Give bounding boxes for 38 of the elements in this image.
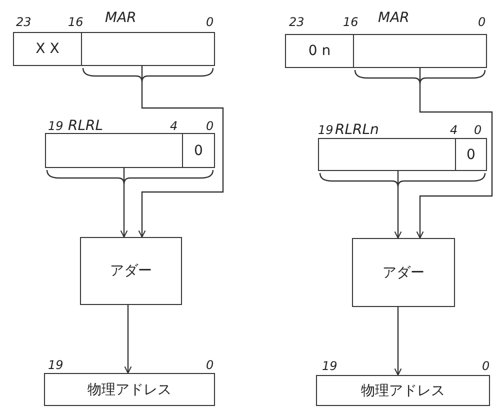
bit-number: 0	[474, 124, 482, 136]
arrow	[138, 66, 224, 238]
bit-number: 0	[482, 360, 490, 372]
arrow	[120, 168, 128, 238]
arrow	[394, 307, 402, 376]
register-field: X X	[13, 32, 82, 66]
bit-number: 23	[16, 16, 32, 28]
register-field	[318, 138, 456, 171]
bit-number: 16	[68, 16, 84, 28]
bit-number: 4	[170, 120, 178, 132]
register-field	[81, 32, 215, 66]
register-box: 物理アドレス	[316, 375, 490, 406]
bit-number: 0	[206, 359, 214, 371]
bit-number: 0	[478, 16, 486, 28]
register-field	[45, 133, 183, 168]
register-name: MAR	[105, 12, 136, 24]
register-field: 0 n	[285, 34, 354, 68]
bit-number: 19	[318, 124, 334, 136]
register-name: RLRL	[68, 120, 104, 132]
bit-number: 23	[289, 16, 304, 28]
register-name: MAR	[378, 12, 410, 24]
adder-box: アダー	[352, 238, 455, 307]
bit-number: 19	[48, 120, 64, 132]
bit-number: 0	[206, 16, 214, 28]
arrow	[416, 68, 493, 239]
arrow	[394, 171, 402, 239]
register-box: 物理アドレス	[44, 373, 215, 406]
bit-number: 4	[450, 124, 458, 136]
register-field	[353, 34, 487, 68]
register-name: RLRLn	[335, 124, 379, 136]
register-field: 0	[455, 138, 487, 171]
bit-number: 0	[206, 120, 214, 132]
adder-box: アダー	[80, 237, 182, 305]
bit-number: 19	[48, 359, 64, 371]
register-field: 0	[182, 133, 215, 168]
arrow	[124, 305, 132, 374]
bit-number: 19	[322, 360, 338, 372]
bit-number: 16	[343, 16, 358, 28]
